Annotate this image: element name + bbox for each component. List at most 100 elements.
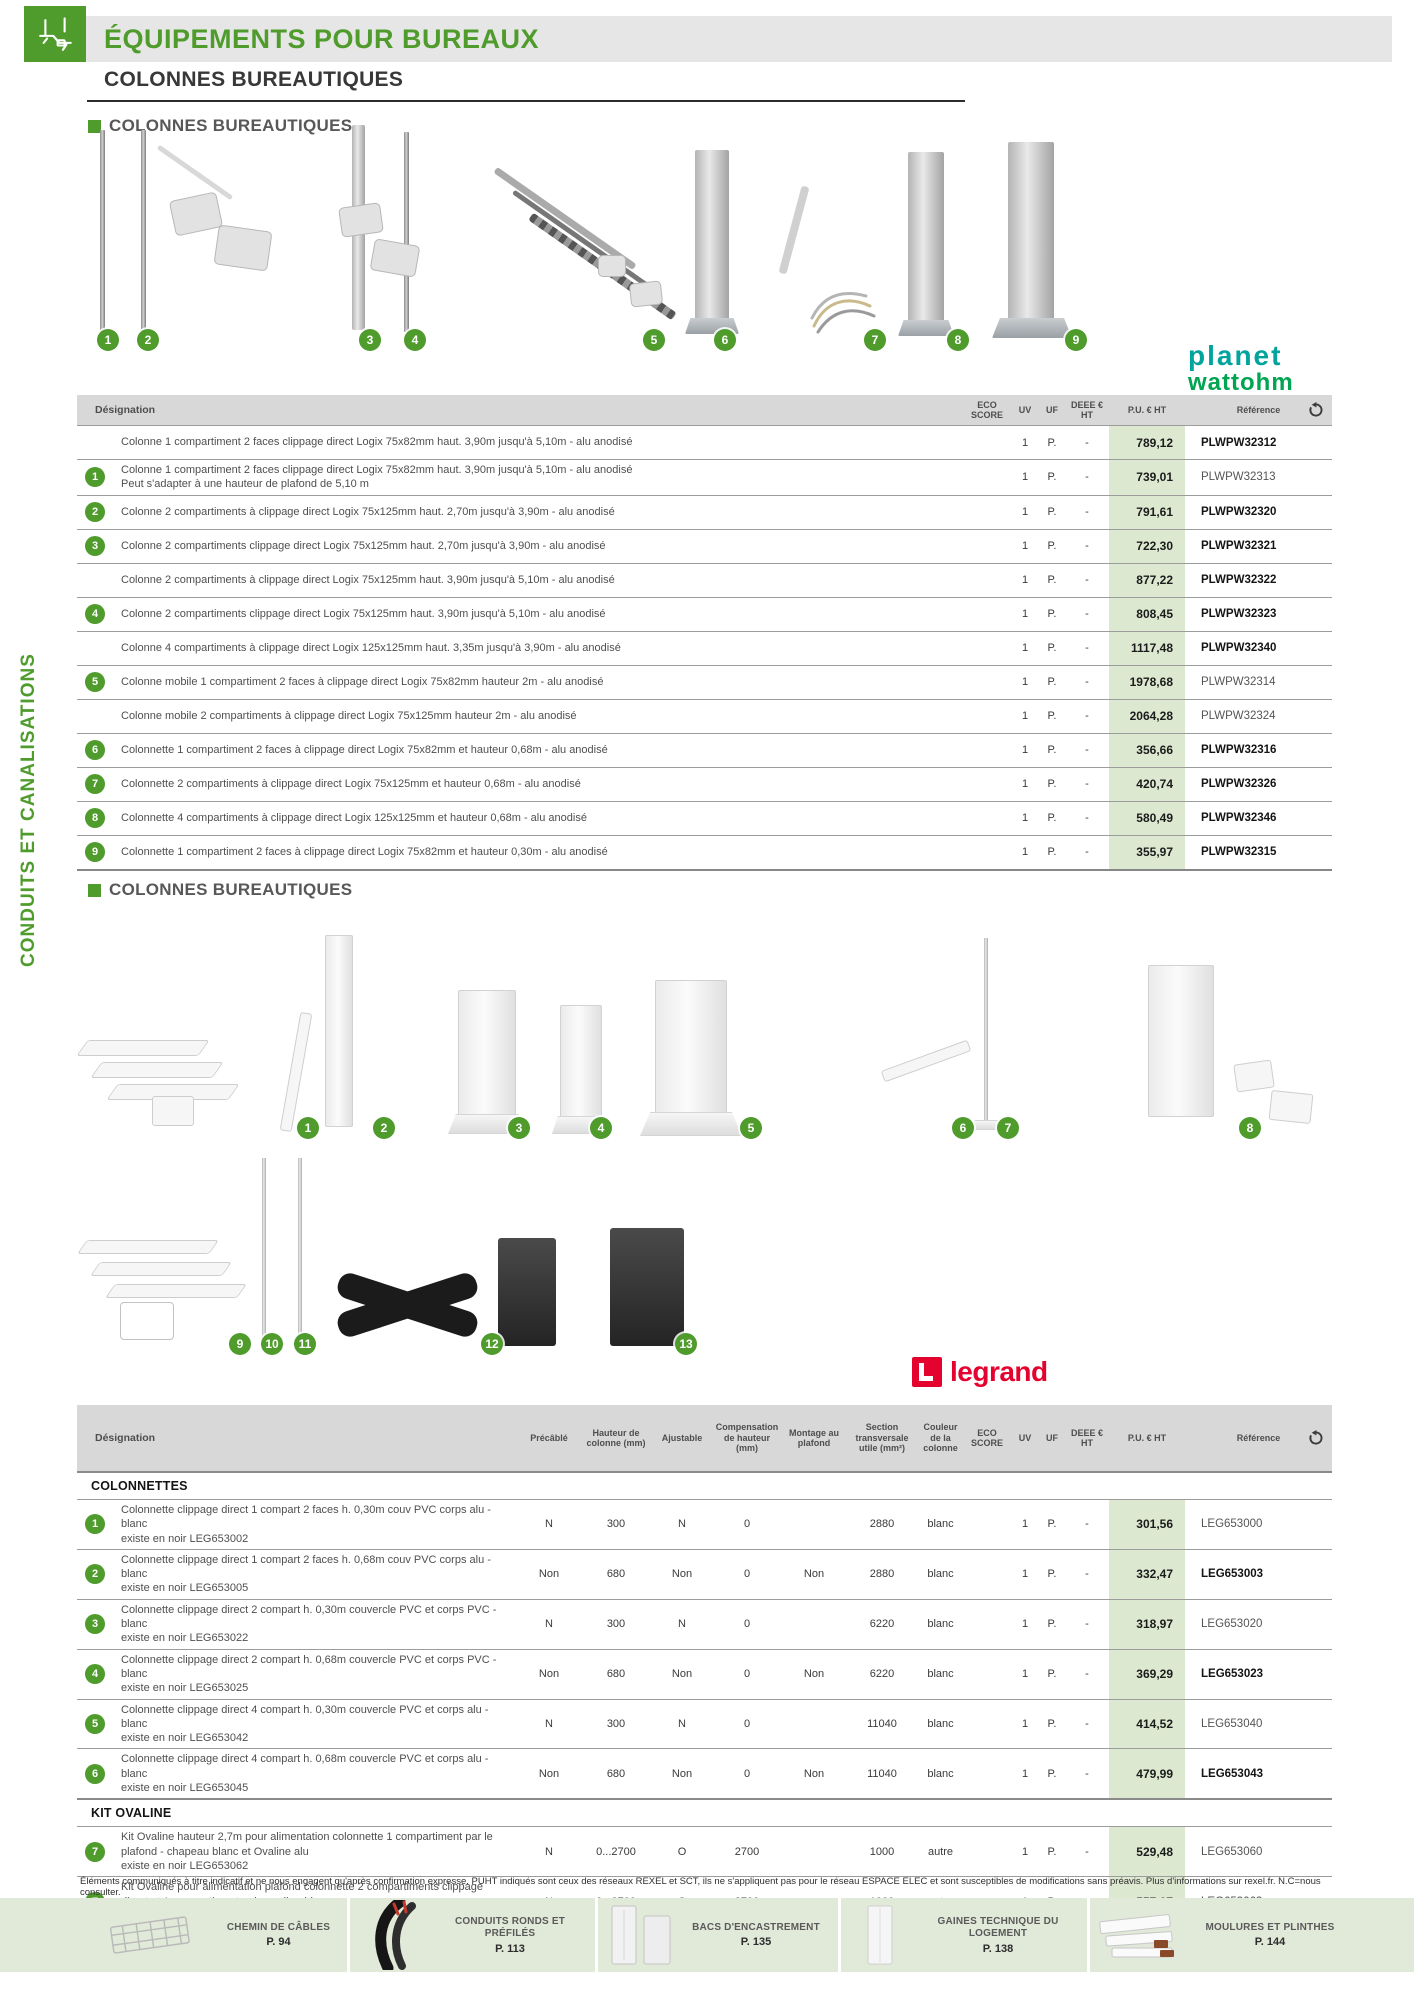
row-number-cell: 3 (77, 530, 113, 563)
compensation-cell: 0 (743, 1568, 751, 1581)
product-sketch-outline (120, 1302, 174, 1340)
reference-cell: PLWPW32322 (1201, 574, 1277, 587)
product-shape (458, 990, 516, 1120)
hauteur-cell: 300 (606, 1518, 626, 1531)
item-marker: 1 (97, 329, 119, 351)
designation-cell: Colonnette clippage direct 1 compart 2 f… (113, 1500, 518, 1549)
col-reference: Référence (1236, 404, 1281, 415)
reference-cell: PLWPW32324 (1201, 710, 1276, 723)
section-bullet-square (88, 883, 101, 897)
item-number-badge: 5 (85, 672, 105, 693)
nav-item-gaines-technique[interactable]: GAINES TECHNIQUE DU LOGEMENT P. 138 (910, 1898, 1086, 1972)
row-number-cell: 7 (77, 1827, 113, 1876)
item-marker: 10 (261, 1333, 283, 1355)
designation-text: Colonnette clippage direct 1 compart 2 f… (121, 1504, 491, 1531)
uv-cell: 1 (1021, 1668, 1029, 1681)
couleur-cell: blanc (927, 1618, 954, 1631)
uf-cell: P. (1047, 676, 1057, 689)
price-cell: 529,48 (1109, 1827, 1185, 1877)
price-cell: 332,47 (1109, 1549, 1185, 1599)
uf-cell: P. (1047, 1845, 1057, 1858)
products-table-1: Désignation ECO SCORE UV UF DEEE € HT P.… (77, 395, 1332, 871)
designation-cell: Colonnette clippage direct 1 compart 2 f… (113, 1550, 518, 1599)
col-compensation: Compensation de hauteur (mm) (715, 1422, 779, 1454)
designation-text: Colonne 1 compartiment 2 faces clippage … (121, 436, 633, 449)
product-shape (213, 224, 273, 272)
col-designation: Désignation (95, 1431, 156, 1444)
mouldings-thumbnail (1099, 1914, 1174, 1958)
hauteur-cell: 0...2700 (596, 1845, 636, 1858)
nav-divider (1087, 1898, 1090, 1972)
eco-score-cell (963, 598, 1011, 631)
item-marker: 3 (508, 1117, 530, 1139)
sidebar-category-vertical-text: CONDUITS ET CANALISATIONS (18, 653, 39, 967)
price-cell: 739,01 (1109, 460, 1185, 495)
technical-sheath-thumbnail (867, 1905, 893, 1965)
designation-text: Colonnette 1 compartiment 2 faces à clip… (121, 845, 608, 858)
nav-item-chemin-de-cables[interactable]: CHEMIN DE CÂBLES P. 94 (210, 1898, 347, 1972)
designation-text: Colonnette clippage direct 2 compart h. … (121, 1653, 497, 1680)
price-cell: 355,97 (1109, 835, 1185, 869)
product-shape (76, 1040, 210, 1056)
col-uv: UV (1018, 404, 1032, 415)
legrand-logo-text: legrand (950, 1356, 1048, 1387)
product-shape (992, 318, 1072, 338)
nav-item-conduits-ronds[interactable]: CONDUITS RONDS ET PRÉFILÉS P. 113 (430, 1898, 590, 1972)
section1-title-row: COLONNES BUREAUTIQUES (88, 116, 352, 136)
reference-cell: LEG653043 (1201, 1767, 1264, 1780)
uf-cell: P. (1047, 1518, 1057, 1531)
couleur-cell: blanc (927, 1767, 954, 1780)
item-marker: 2 (137, 329, 159, 351)
legrand-logo: legrand (912, 1356, 1048, 1388)
row-number-cell: 6 (77, 1749, 113, 1798)
reference-cell: LEG653040 (1201, 1718, 1263, 1730)
nav-item-moulures-plinthes[interactable]: MOULURES ET PLINTHES P. 144 (1190, 1898, 1350, 1972)
eco-score-cell (963, 564, 1011, 597)
item-number-badge: 9 (85, 842, 105, 863)
deee-cell: - (1085, 471, 1089, 484)
compensation-cell: 0 (743, 1518, 751, 1531)
product-shape (298, 1158, 302, 1338)
item-marker: 8 (947, 329, 969, 351)
uf-cell: P. (1047, 540, 1057, 553)
round-conduits-thumbnail (375, 1900, 416, 1970)
nav-item-label: MOULURES ET PLINTHES (1205, 1921, 1335, 1933)
uv-cell: 1 (1021, 846, 1029, 859)
uv-cell: 1 (1021, 812, 1029, 825)
designation-note: existe en noir LEG653002 (121, 1532, 249, 1545)
item-number-badge: 7 (85, 1841, 105, 1862)
item-marker: 8 (1239, 1117, 1261, 1139)
deee-cell: - (1085, 642, 1089, 655)
nav-item-bacs-encastrement[interactable]: BACS D'ENCASTREMENT P. 135 (680, 1898, 832, 1972)
nav-item-label: BACS D'ENCASTREMENT (692, 1921, 820, 1933)
nav-divider (595, 1898, 598, 1972)
legrand-logo-mark (912, 1357, 942, 1387)
section-cell: 6220 (869, 1668, 895, 1681)
table1-body: Colonne 1 compartiment 2 faces clippage … (77, 425, 1332, 869)
col-section: Section transversale utile (mm²) (855, 1422, 909, 1454)
price-cell: 722,30 (1109, 529, 1185, 563)
designation-text: Colonnette clippage direct 4 compart h. … (121, 1753, 489, 1780)
col-ajustable: Ajustable (661, 1432, 703, 1443)
product-shape (141, 130, 146, 335)
couleur-cell: blanc (927, 1518, 954, 1531)
row-number-cell (77, 632, 113, 665)
product-shape (325, 935, 353, 1127)
item-number-badge: 1 (85, 1514, 105, 1535)
eco-score-cell (963, 426, 1011, 459)
item-number-badge: 8 (85, 808, 105, 829)
reference-cell: PLWPW32320 (1201, 506, 1277, 519)
deee-cell: - (1085, 574, 1089, 587)
product-shape (279, 1011, 313, 1133)
designation-note: Peut s'adapter à une hauteur de plafond … (121, 478, 369, 491)
uf-cell: P. (1047, 1767, 1057, 1780)
montage-cell: Non (803, 1568, 825, 1581)
designation-cell: Colonne 2 compartiments clippage direct … (113, 598, 963, 631)
product-shape (972, 1120, 1000, 1130)
designation-note: existe en noir LEG653005 (121, 1582, 249, 1595)
deee-cell: - (1085, 778, 1089, 791)
